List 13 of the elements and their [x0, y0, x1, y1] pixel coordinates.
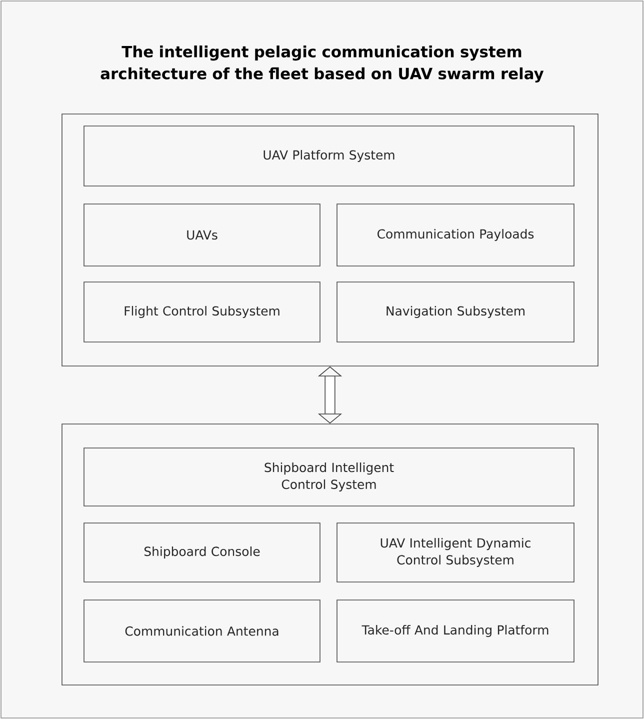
component-box: Navigation Subsystem [336, 282, 574, 342]
component-box: Flight Control Subsystem [84, 282, 320, 342]
component-box: Communication Antenna [84, 600, 320, 662]
component-box: UAV Intelligent Dynamic Control Subsystem [336, 522, 574, 582]
title: The intelligent pelagic communication system architecture of the fleet based on UAV swarm relay [100, 46, 544, 82]
system-box: UAV Platform System [84, 126, 574, 186]
component-box: UAVs [84, 204, 320, 266]
container-box [62, 424, 598, 686]
system-box: Shipboard Intelligent Control System [84, 448, 574, 506]
component-box: Take-off And Landing Platform [336, 600, 574, 662]
container-box [62, 114, 598, 366]
component-box: Shipboard Console [84, 522, 320, 582]
component-box: Communication Payloads [336, 204, 574, 266]
